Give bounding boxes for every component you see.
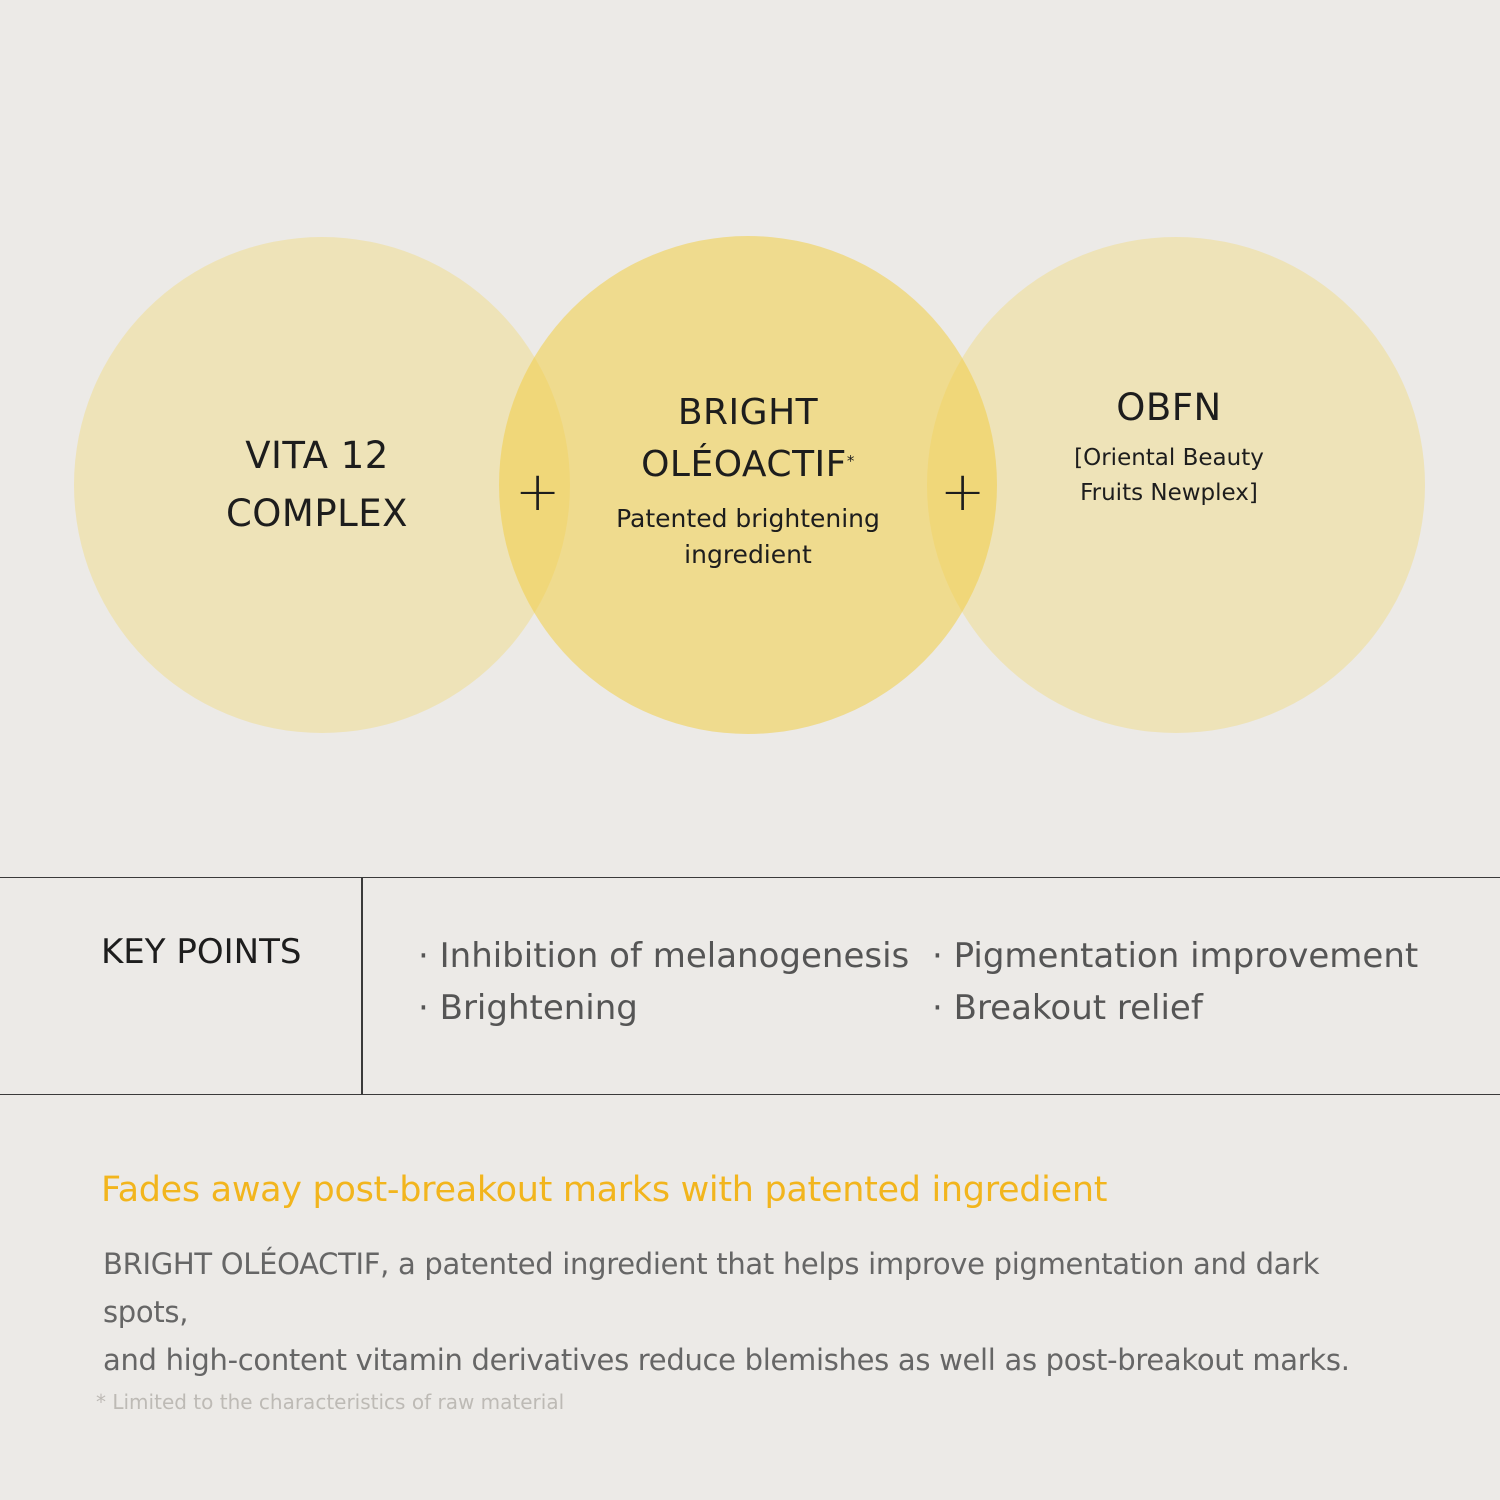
obfn-title: OBFN [1116, 386, 1222, 429]
oleoactif-sub2: ingredient [684, 540, 812, 569]
oleoactif-line2-wrap: OLÉOACTIF* [616, 439, 880, 491]
oleoactif-line1: BRIGHT [677, 392, 819, 433]
ingredient-diagram: VITA 12 COMPLEX OBFN [Oriental Beauty Fr… [74, 236, 1425, 734]
oleoactif-line2: OLÉOACTIF [641, 444, 847, 485]
plus-icon: + [515, 460, 561, 523]
plus-icon: + [940, 460, 986, 523]
footnote: * Limited to the characteristics of raw … [96, 1390, 565, 1414]
body-line-2: and high-content vitamin derivatives red… [103, 1343, 1350, 1377]
headline: Fades away post-breakout marks with pate… [101, 1170, 1108, 1210]
body-line-1: BRIGHT OLÉOACTIF, a patented ingredient … [103, 1247, 1320, 1329]
key-points-column-2: · Pigmentation improvement · Breakout re… [932, 930, 1418, 1034]
vita12-line1: VITA 12 [245, 434, 389, 477]
circle-bright-oleoactif: BRIGHT OLÉOACTIF* Patented brightening i… [499, 236, 997, 734]
body-paragraph: BRIGHT OLÉOACTIF, a patented ingredient … [103, 1240, 1403, 1384]
key-point-item: · Pigmentation improvement [932, 936, 1419, 976]
key-point-item: · Inhibition of melanogenesis [418, 936, 910, 976]
obfn-sub1: [Oriental Beauty [1074, 445, 1264, 471]
key-points-section: KEY POINTS · Inhibition of melanogenesis… [0, 877, 1500, 1095]
obfn-sub2: Fruits Newplex] [1080, 480, 1258, 506]
oleoactif-asterisk: * [846, 452, 855, 470]
oleoactif-sub1: Patented brightening [616, 504, 880, 533]
key-point-item: · Breakout relief [932, 988, 1203, 1028]
key-points-column-1: · Inhibition of melanogenesis · Brighten… [418, 930, 909, 1034]
key-point-item: · Brightening [418, 988, 638, 1028]
circle-vita12-complex: VITA 12 COMPLEX [74, 237, 570, 733]
vita12-line2: COMPLEX [225, 492, 409, 535]
circle-obfn: OBFN [Oriental Beauty Fruits Newplex] [927, 237, 1425, 733]
key-points-title: KEY POINTS [101, 932, 302, 972]
key-points-divider [361, 878, 363, 1094]
